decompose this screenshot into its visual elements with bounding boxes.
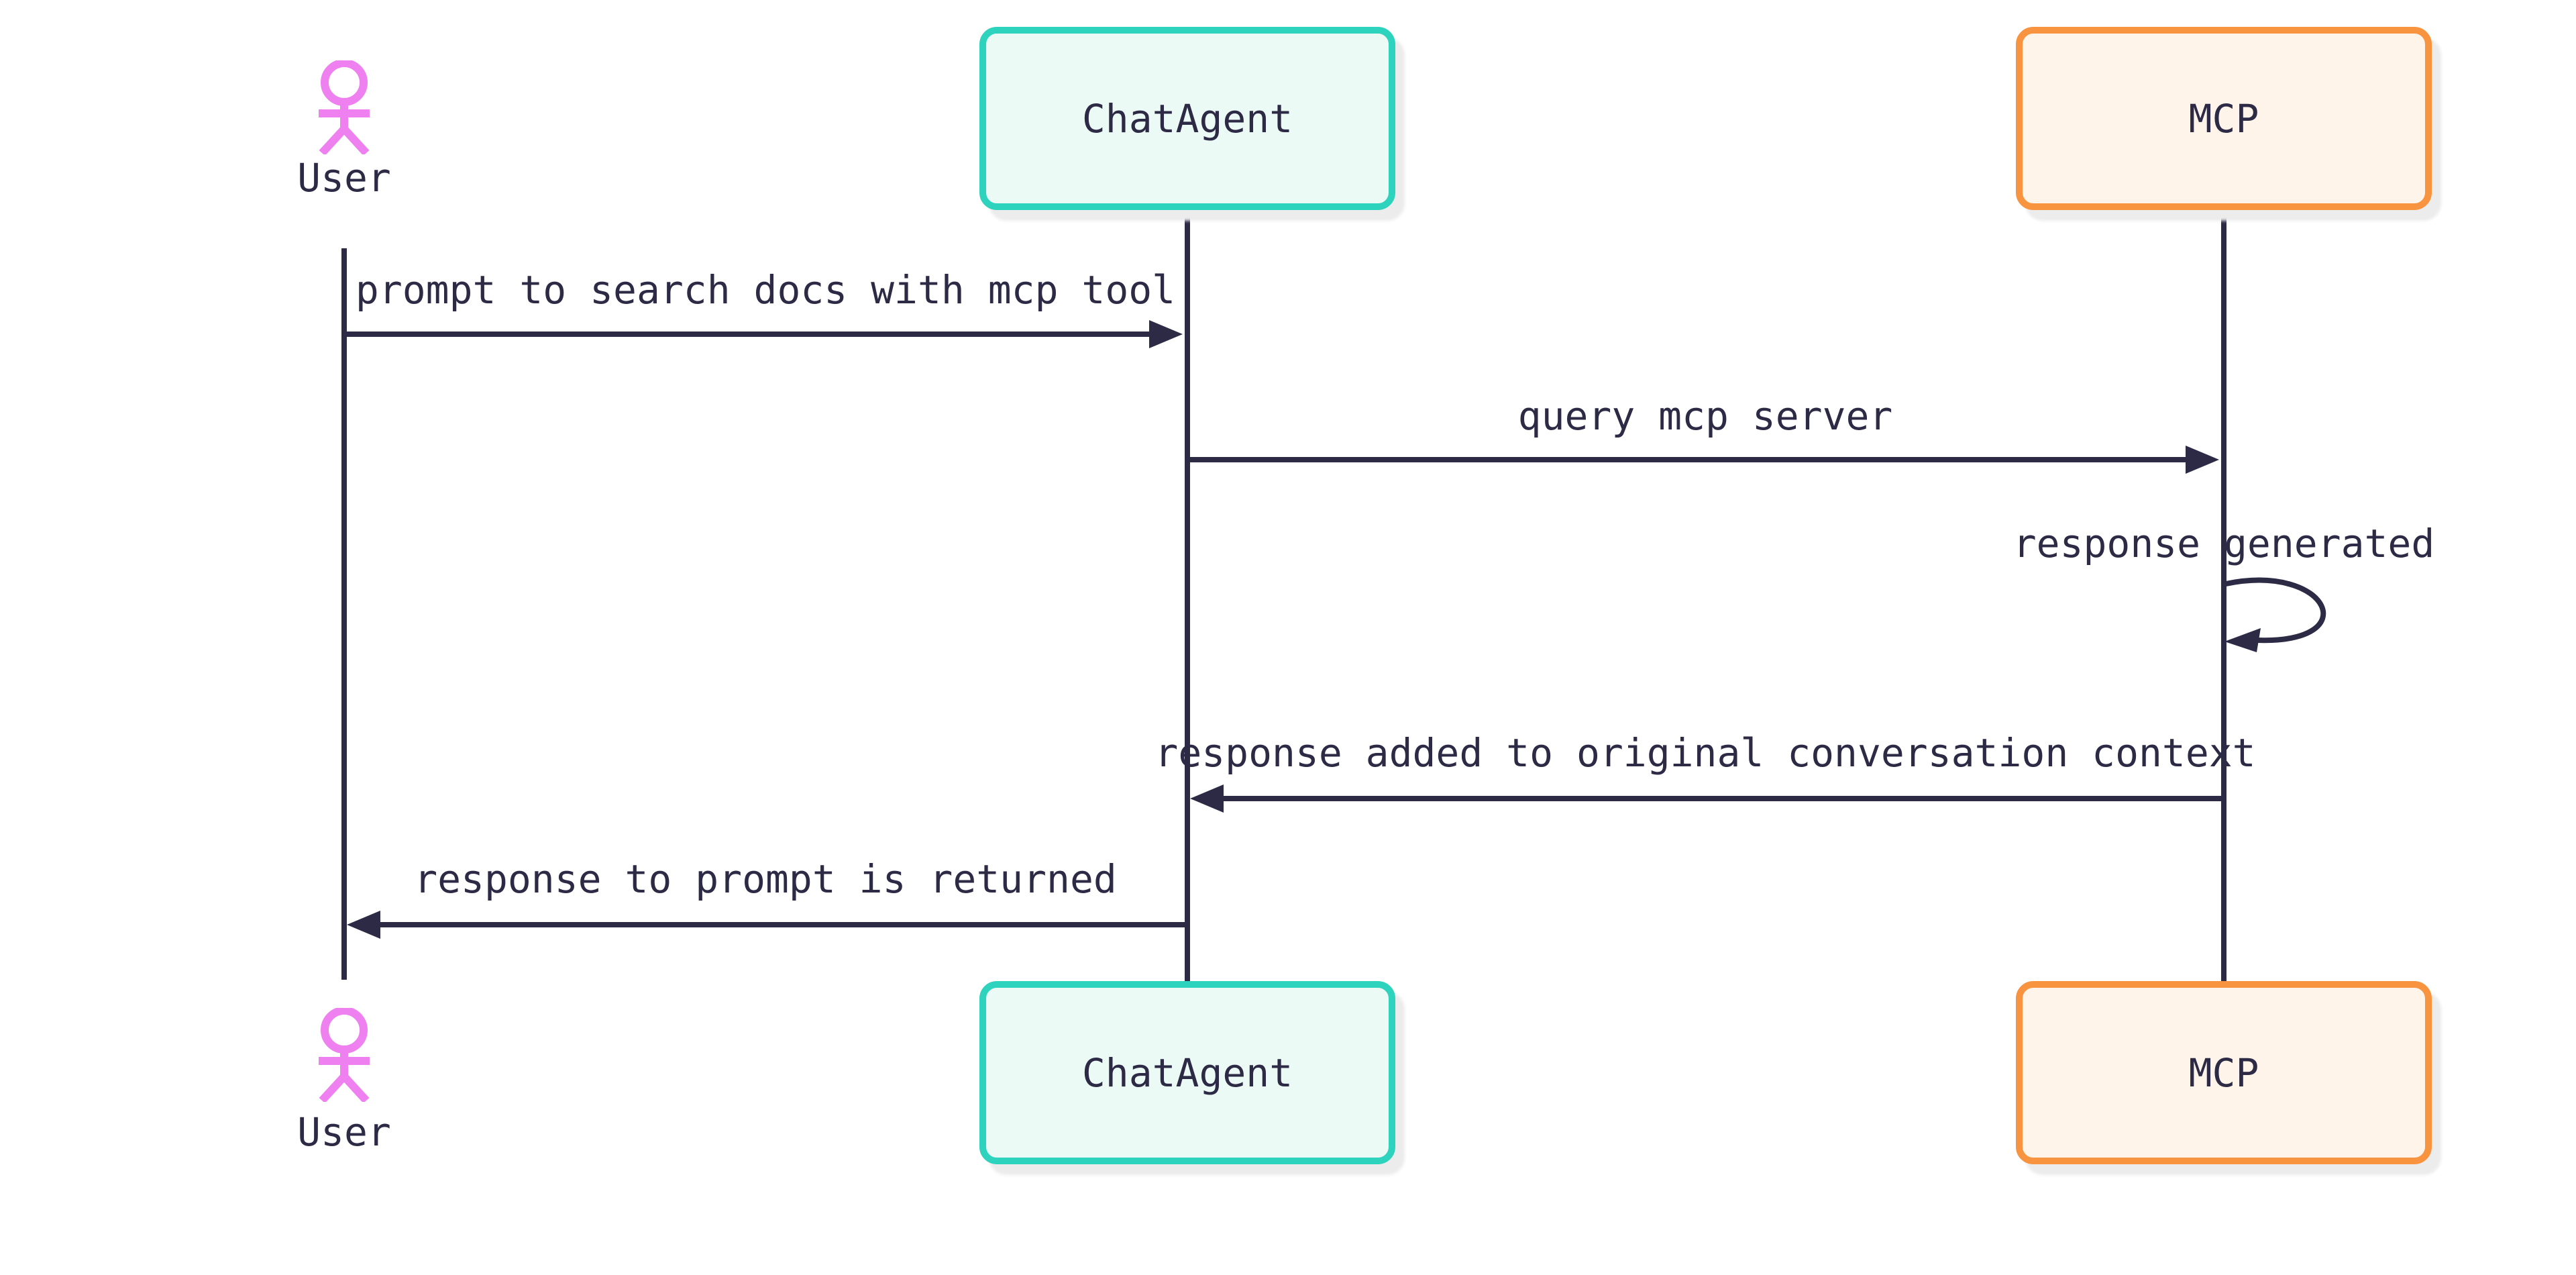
message-label-5: response to prompt is returned (414, 856, 1117, 902)
message-label-2: query mcp server (1517, 393, 1893, 439)
message-arrow-2 (1187, 457, 2188, 462)
participant-box-label: MCP (2188, 95, 2259, 142)
message-label-4: response added to original conversation … (1155, 730, 2256, 776)
message-arrow-1 (344, 332, 1152, 337)
arrowhead-right-icon (1149, 320, 1183, 348)
lifeline-user (341, 248, 347, 980)
lifeline-chatagent (1185, 209, 1190, 981)
actor-label-user-top: User (297, 155, 391, 201)
self-loop-arrow-icon (2223, 577, 2326, 652)
arrowhead-left-icon (347, 911, 380, 939)
participant-box-label: MCP (2188, 1050, 2259, 1096)
user-actor-icon (319, 1008, 370, 1102)
message-label-1: prompt to search docs with mcp tool (355, 267, 1176, 313)
message-label-3: response generated (2012, 521, 2435, 566)
arrowhead-right-icon (2186, 446, 2219, 474)
message-arrow-4 (1222, 796, 2224, 801)
user-actor-icon (319, 60, 370, 154)
message-arrow-5 (379, 922, 1187, 927)
participant-box-label: ChatAgent (1081, 95, 1293, 142)
participant-box-mcp-bottom: MCP (2016, 981, 2432, 1164)
participant-box-chatagent-bottom: ChatAgent (979, 981, 1395, 1164)
participant-box-chatagent-top: ChatAgent (979, 27, 1395, 210)
actor-label-user-bottom: User (297, 1109, 391, 1155)
arrowhead-left-icon (1190, 784, 1224, 813)
participant-box-mcp-top: MCP (2016, 27, 2432, 210)
participant-box-label: ChatAgent (1081, 1050, 1293, 1096)
lifeline-mcp (2221, 209, 2226, 981)
